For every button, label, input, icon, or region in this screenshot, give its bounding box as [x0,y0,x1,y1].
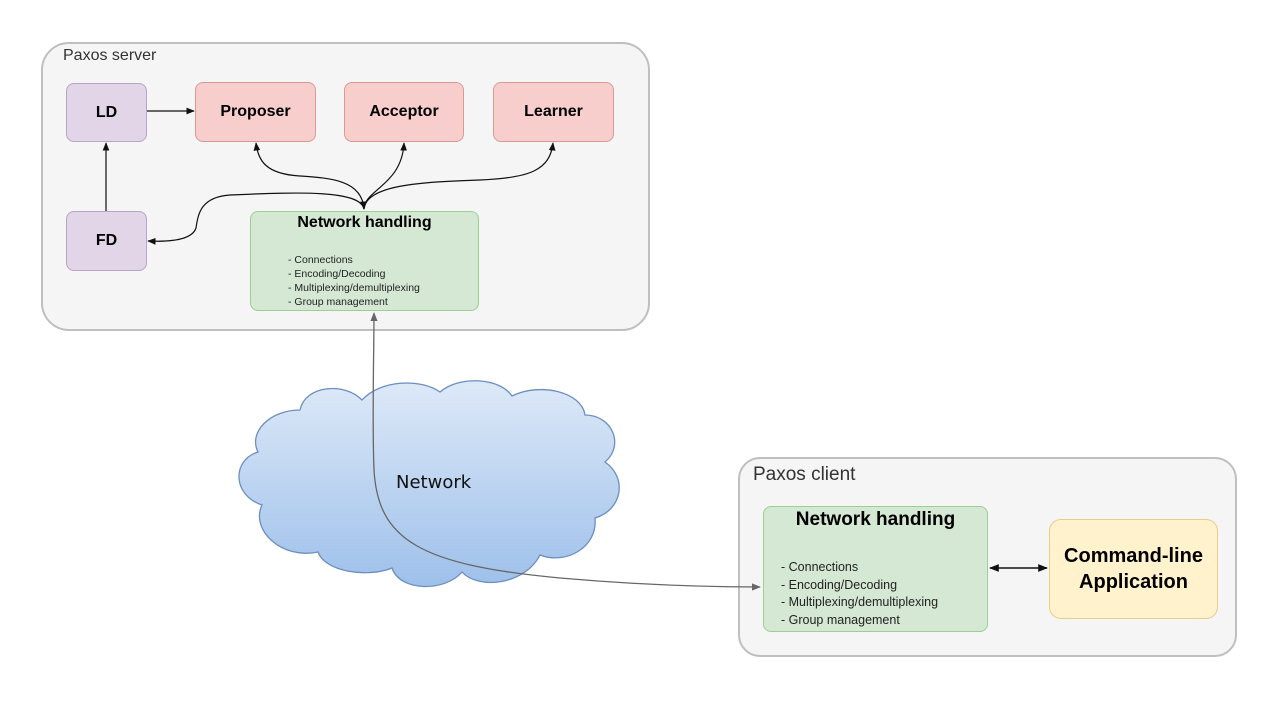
learner-box: Learner [493,82,614,142]
client-nh-item-connections: - Connections [781,560,859,574]
client-nh-item-multiplexing: - Multiplexing/demultiplexing [781,595,939,609]
server-nh-item-encoding: - Encoding/Decoding [288,268,386,280]
server-network-handling-title: Network handling [297,214,432,231]
learner-label: Learner [524,103,583,120]
server-nh-item-connections: - Connections [288,254,353,266]
app-label-line2: Application [1079,571,1188,593]
server-nh-item-multiplexing: - Multiplexing/demultiplexing [288,282,420,294]
acceptor-box: Acceptor [344,82,464,142]
proposer-label: Proposer [220,103,291,120]
client-network-handling-list: - Connections - Encoding/Decoding - Mult… [781,559,938,629]
command-line-application-box: Command-line Application [1049,519,1218,619]
ld-box: LD [66,83,147,142]
client-nh-item-encoding: - Encoding/Decoding [781,577,898,592]
acceptor-label: Acceptor [369,103,439,120]
fd-box: FD [66,211,147,271]
network-cloud-label: Network [396,472,472,493]
app-label-line1: Command-line [1064,545,1203,567]
server-network-handling-box: Network handling - Connections - Encodin… [250,211,479,311]
ld-label: LD [95,103,118,121]
server-nh-item-group-management: - Group management [288,296,388,308]
client-nh-item-group-management: - Group management [781,612,900,627]
fd-label: FD [95,232,118,249]
proposer-box: Proposer [195,82,316,142]
paxos-client-label: Paxos client [753,464,856,485]
server-network-handling-list: - Connections - Encoding/Decoding - Mult… [288,253,420,309]
client-network-handling-title: Network handling [795,509,956,530]
paxos-server-label: Paxos server [63,47,157,64]
client-network-handling-box: Network handling - Connections - Encodin… [763,506,988,632]
